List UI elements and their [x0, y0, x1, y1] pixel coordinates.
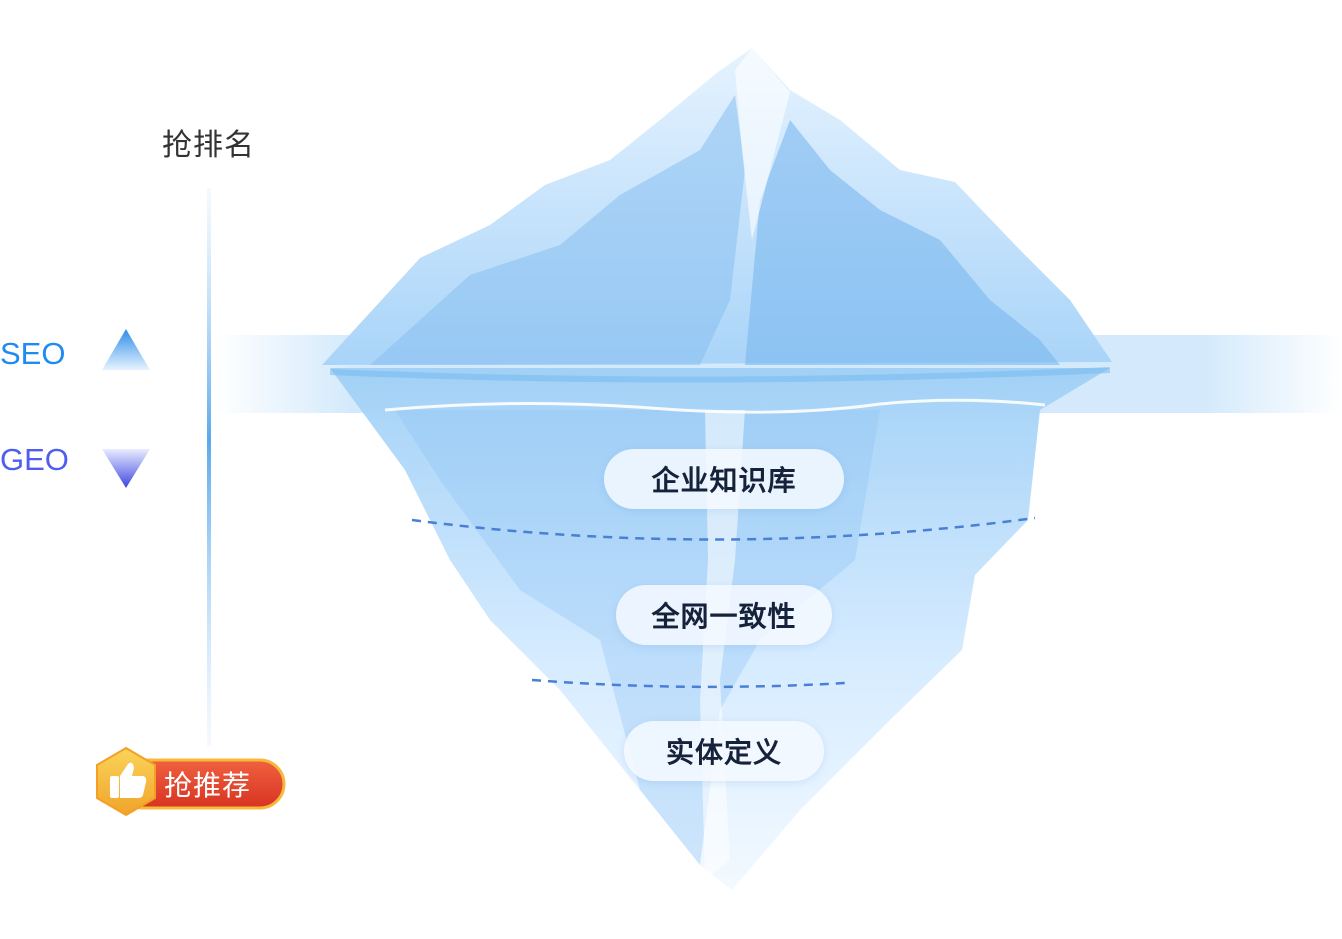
layer-pill-entity-definition: 实体定义: [624, 721, 824, 781]
vertical-axis-line: [207, 188, 211, 746]
water-surface-glow: [329, 367, 1111, 383]
layer-pill-consistency: 全网一致性: [616, 585, 832, 645]
thumbs-up-icon: [110, 762, 147, 798]
layer-pill-knowledge-base: 企业知识库: [604, 449, 844, 509]
iceberg-tip-shadow-right: [745, 120, 1060, 365]
seo-label: SEO: [0, 336, 66, 371]
triangle-up-icon: [102, 329, 150, 370]
layer-separator-2: [531, 678, 846, 689]
iceberg-tip-shadow-left: [370, 95, 745, 365]
iceberg-tip-highlight: [735, 48, 790, 240]
geo-label: GEO: [0, 442, 69, 477]
recommend-badge-label: 抢推荐: [164, 769, 252, 802]
triangle-down-icon: [102, 449, 150, 488]
water-surface-line: [384, 398, 1046, 414]
rank-title: 抢排名: [162, 128, 255, 163]
layer-separator-1: [411, 516, 1036, 541]
